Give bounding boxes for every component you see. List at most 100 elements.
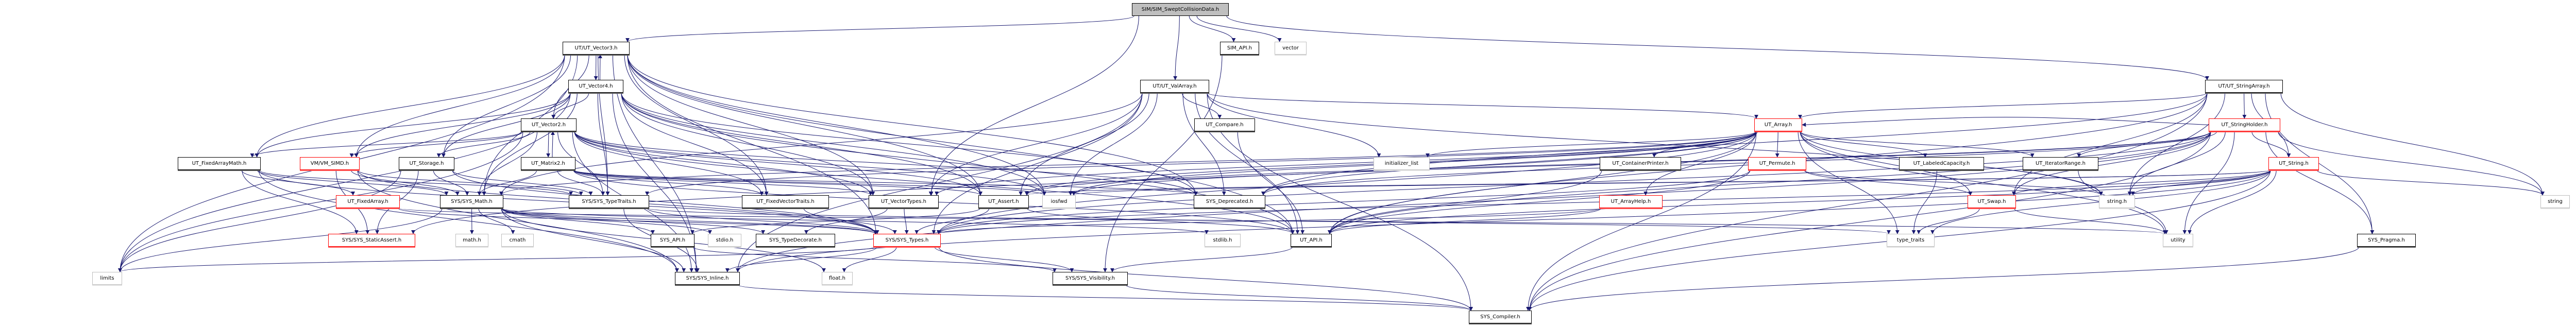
edge-fixarrmath-to-systypes bbox=[258, 169, 877, 234]
node-strholder[interactable]: UT_StringHolder.h bbox=[2209, 118, 2280, 131]
node-vec3[interactable]: UT/UT_Vector3.h bbox=[563, 42, 630, 55]
edge-utarray-to-swap bbox=[1800, 131, 1973, 196]
node-label: SYS_Pragma.h bbox=[2368, 237, 2405, 243]
edge-valarray-to-utarray bbox=[1207, 92, 1758, 119]
node-label: iosfwd bbox=[1050, 199, 1067, 204]
node-utarray[interactable]: UT_Array.h bbox=[1754, 118, 1802, 131]
edge-utarray-to-systypes bbox=[937, 131, 1757, 234]
node-inline[interactable]: SYS/SYS_Inline.h bbox=[675, 272, 740, 285]
node-simd[interactable]: VM/VM_SIMD.h bbox=[300, 157, 360, 170]
node-mathh[interactable]: math.h bbox=[455, 234, 488, 247]
node-permute[interactable]: UT_Permute.h bbox=[1748, 157, 1806, 170]
edge-vec3-to-iosfwd bbox=[627, 54, 1046, 196]
node-string[interactable]: string bbox=[2540, 195, 2570, 208]
node-staticassert[interactable]: SYS/SYS_StaticAssert.h bbox=[328, 234, 415, 247]
edge-utarray-to-iterrange bbox=[1800, 131, 2035, 158]
node-pragma[interactable]: SYS_Pragma.h bbox=[2357, 234, 2416, 247]
node-stringh[interactable]: string.h bbox=[2099, 195, 2135, 208]
node-root[interactable]: SIM/SIM_SweptCollisionData.h bbox=[1132, 3, 1229, 16]
node-vec4[interactable]: UT_Vector4.h bbox=[568, 80, 623, 93]
edge-strholder-to-utapi bbox=[1328, 131, 2211, 234]
node-initlist[interactable]: initializer_list bbox=[1374, 157, 1430, 170]
edge-vec2-to-typetraits bbox=[557, 131, 605, 196]
edge-utarray-to-sysmath bbox=[499, 131, 1757, 196]
node-storage[interactable]: UT_Storage.h bbox=[399, 157, 454, 170]
node-fixarrmath[interactable]: UT_FixedArrayMath.h bbox=[178, 157, 261, 170]
node-valarray[interactable]: UT/UT_ValArray.h bbox=[1140, 80, 1209, 93]
node-contprinter[interactable]: UT_ContainerPrinter.h bbox=[1600, 157, 1681, 170]
node-sysapi[interactable]: SYS_API.h bbox=[651, 234, 694, 247]
edge-valarray-to-sysmath bbox=[499, 92, 1143, 196]
node-label: UT_API.h bbox=[1300, 237, 1323, 243]
node-arrayhelp[interactable]: UT_ArrayHelp.h bbox=[1599, 195, 1663, 208]
edge-storage-to-systypes bbox=[452, 169, 877, 234]
edge-strarray-to-swap bbox=[2012, 92, 2208, 196]
node-systypes[interactable]: SYS/SYS_Types.h bbox=[873, 234, 941, 247]
edge-valarray-to-compiler bbox=[1207, 92, 1473, 311]
node-label: float.h bbox=[829, 276, 845, 281]
node-label: stdlib.h bbox=[1213, 237, 1232, 243]
edge-fixarrmath-to-inline bbox=[258, 169, 679, 272]
node-label: limits bbox=[100, 276, 114, 281]
node-matrix2[interactable]: UT_Matrix2.h bbox=[521, 157, 575, 170]
node-utstring[interactable]: UT_String.h bbox=[2268, 157, 2319, 170]
node-compiler[interactable]: SYS_Compiler.h bbox=[1469, 311, 1532, 323]
node-iosfwd[interactable]: iosfwd bbox=[1042, 195, 1076, 208]
edge-utstring-to-inline bbox=[736, 169, 2271, 272]
node-floath[interactable]: float.h bbox=[822, 272, 853, 285]
node-vec2[interactable]: UT_Vector2.h bbox=[521, 118, 577, 131]
node-label: SYS_TypeDecorate.h bbox=[769, 237, 822, 243]
node-simapi[interactable]: SIM_API.h bbox=[1220, 42, 1259, 55]
node-typedecorate[interactable]: SYS_TypeDecorate.h bbox=[756, 234, 835, 247]
edge-strholder-to-string bbox=[2278, 131, 2545, 196]
edge-utarray-to-contprinter bbox=[1652, 131, 1758, 158]
node-utapi[interactable]: UT_API.h bbox=[1291, 234, 1332, 247]
node-utility[interactable]: utility bbox=[2163, 234, 2193, 247]
edge-utarray-to-typetraits_std bbox=[1798, 131, 1900, 234]
node-vectypes[interactable]: UT_VectorTypes.h bbox=[869, 195, 939, 208]
node-label: UT_FixedArray.h bbox=[347, 199, 388, 204]
edge-vec4-to-typetraits bbox=[597, 92, 610, 196]
edge-matrix2-to-fixvectraits bbox=[573, 169, 764, 196]
node-iterrange[interactable]: UT_IteratorRange.h bbox=[2023, 157, 2098, 170]
node-fixarray[interactable]: UT_FixedArray.h bbox=[336, 195, 400, 208]
node-label: VM/VM_SIMD.h bbox=[310, 161, 349, 166]
node-stdio[interactable]: stdio.h bbox=[708, 234, 741, 247]
edge-vec3-to-vectypes bbox=[627, 54, 875, 196]
node-labcap[interactable]: UT_LabeledCapacity.h bbox=[1899, 157, 1984, 170]
node-limits[interactable]: limits bbox=[92, 272, 122, 285]
node-swap[interactable]: UT_Swap.h bbox=[1968, 195, 2016, 208]
node-label: string bbox=[2548, 199, 2563, 204]
edge-utarray-to-arrayhelp bbox=[1643, 131, 1757, 196]
edge-vec4-to-fixarrmath bbox=[255, 92, 571, 158]
edge-simapi-to-visibility bbox=[1103, 54, 1223, 272]
edge-vec4-to-iosfwd bbox=[621, 92, 1046, 196]
edge-vec2-to-utapi bbox=[574, 131, 1295, 234]
node-label: UT_FixedVectorTraits.h bbox=[756, 199, 815, 204]
edge-vec4-to-assert bbox=[621, 92, 982, 196]
edge-fixarrmath-to-staticassert bbox=[242, 169, 359, 234]
edge-sysmath-to-inline bbox=[501, 208, 686, 272]
node-sysmath[interactable]: SYS/SYS_Math.h bbox=[440, 195, 503, 208]
node-compare[interactable]: UT_Compare.h bbox=[1194, 118, 1255, 131]
node-vector[interactable]: vector bbox=[1275, 42, 1307, 55]
node-stdlib[interactable]: stdlib.h bbox=[1205, 234, 1241, 247]
edge-strholder-to-utarray bbox=[1802, 117, 2209, 127]
node-label: UT_VectorTypes.h bbox=[881, 199, 926, 204]
node-assert[interactable]: UT_Assert.h bbox=[978, 195, 1029, 208]
node-deprecated[interactable]: SYS_Deprecated.h bbox=[1194, 195, 1265, 208]
edge-systypes-to-compiler bbox=[938, 246, 1473, 311]
node-typetraits_std[interactable]: type_traits bbox=[1887, 234, 1935, 247]
node-typetraits[interactable]: SYS/SYS_TypeTraits.h bbox=[569, 195, 649, 208]
node-cmath[interactable]: cmath bbox=[501, 234, 534, 247]
edge-vec2-to-storage bbox=[436, 131, 531, 158]
edge-vec4-to-sysmath bbox=[482, 92, 578, 196]
node-fixvectraits[interactable]: UT_FixedVectorTraits.h bbox=[742, 195, 829, 208]
node-label: UT_LabeledCapacity.h bbox=[1913, 161, 1970, 166]
edge-valarray-to-iosfwd bbox=[1068, 92, 1158, 196]
node-visibility[interactable]: SYS/SYS_Visibility.h bbox=[1053, 272, 1128, 285]
edge-sysmath-to-cmath bbox=[478, 208, 515, 234]
edge-utstring-to-utapi bbox=[1328, 169, 2271, 234]
node-label: SYS/SYS_TypeTraits.h bbox=[582, 199, 636, 204]
node-strarray[interactable]: UT/UT_StringArray.h bbox=[2205, 80, 2283, 93]
